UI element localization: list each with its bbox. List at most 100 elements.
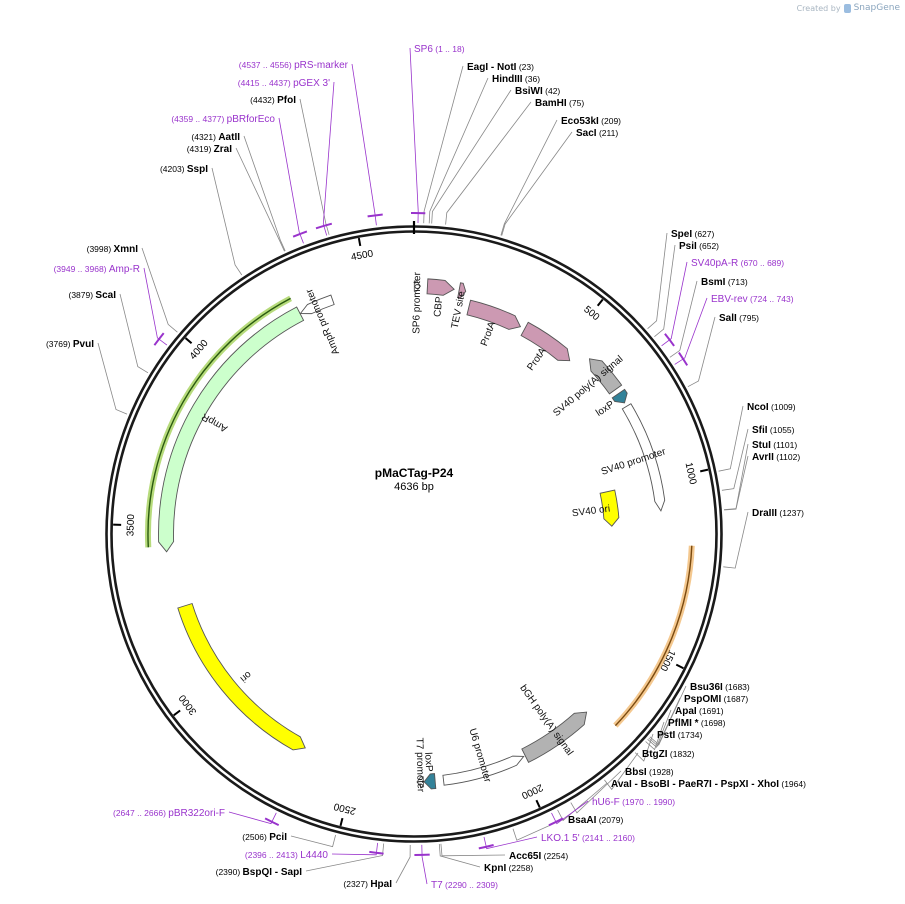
primer-label: hU6-F (1970 .. 1990) [592,797,675,808]
restriction-site-label: PsiI (652) [679,241,719,252]
restriction-site-label: Eco53kI (209) [561,116,621,127]
feature-label: CBP [432,296,445,318]
feature-loxp [423,773,437,790]
restriction-site-label: AvrII (1102) [752,452,800,463]
tick-mark [535,799,541,808]
primer-label: EBV-rev (724 .. 743) [711,294,794,305]
site-leader-line [501,131,573,236]
restriction-site-label: SalI (795) [719,313,759,324]
site-leader-line [500,119,558,236]
site-leader-line [557,782,608,822]
plasmid-name: pMaCTag-P24 [375,466,454,480]
plasmid-size: 4636 bp [394,481,434,493]
label-leader-lines [97,47,749,885]
site-leader-line [649,685,687,746]
tick-label: 4000 [188,338,211,362]
site-leader-line [669,280,698,358]
tick-mark [700,468,709,473]
site-leader-line [423,65,464,224]
feature-sv40-promoter [621,403,666,512]
primer-label: (4415 .. 4437) pGEX 3' [238,78,330,89]
feature-label: loxP [422,752,434,772]
green-highlight-core [147,297,291,548]
primer-label: T7 (2290 .. 2309) [431,880,498,891]
restriction-site-label: (3998) XmnI [87,244,139,255]
site-leader-line [243,135,286,252]
feature-label: AmpR promoter [304,286,342,356]
primer-leader-line [409,47,419,224]
feature-cbp [426,278,455,296]
site-leader-line [119,293,149,374]
restriction-site-label: BbsI (1928) [625,767,674,778]
primer-label: (2396 .. 2413) L4440 [245,850,329,861]
restriction-site-label: (2506) PciI [242,832,287,843]
tick-label: 1000 [683,461,699,486]
restriction-site-label: BsiWI (42) [515,86,560,97]
site-leader-line [235,147,285,252]
tick-mark [339,817,344,827]
tick-label: 4500 [350,248,374,263]
feature-ampr-promoter [299,294,335,315]
site-leader-line [721,428,749,491]
primer-label: (3949 .. 3968) Amp-R [54,264,140,275]
feature-tev-site [457,282,467,299]
restriction-site-label: SacI (211) [576,128,618,139]
orange-highlight-core [614,545,693,727]
site-leader-line [512,818,565,841]
site-leader-line [654,244,676,338]
primer-leader-line [143,267,168,346]
primer-label: SV40pA-R (670 .. 689) [691,258,784,269]
restriction-site-label: (3879) ScaI [68,290,116,301]
restriction-site-label: PstI (1734) [657,730,702,741]
site-leader-line [428,77,489,224]
restriction-site-label: StuI (1101) [752,440,797,451]
feature-loxp [611,388,628,404]
backbone-ring [105,221,723,843]
restriction-site-label: DraIII (1237) [752,508,804,519]
tick-mark [596,298,604,307]
center-title: pMaCTag-P24 4636 bp [375,466,454,493]
site-leader-line [647,232,668,330]
site-leader-line [97,342,128,415]
restriction-site-label: Bsu36I (1683) [690,682,750,693]
feature-sp6-promoter [413,280,421,292]
feature-t7-promoter [416,776,425,788]
feature-label: loxP [594,399,617,419]
restriction-site-label: NcoI (1009) [747,402,796,413]
snapgene-logo-icon [843,3,851,13]
restriction-site-label: BsaAI (2079) [568,815,623,826]
restriction-site-label: (4319) ZraI [187,144,232,155]
restriction-site-label: SfiI (1055) [752,425,795,436]
restriction-site-label: BamHI (75) [535,98,584,109]
tick-mark [357,237,362,247]
restriction-site-label: HindIII (36) [492,74,540,85]
site-leader-line [305,843,385,872]
primer-leader-line [278,117,304,244]
highlight-arcs [144,295,695,728]
feature-sv40-ori [599,489,620,527]
restriction-site-label: (2390) BspQI - SapI [216,867,303,878]
feature-ampr [158,306,305,553]
primer-leader-line [483,836,538,850]
restriction-site-label: (3769) PvuI [46,339,94,350]
feature-label: T7 promoter [413,738,425,793]
restriction-site-label: PspOMI (1687) [684,694,748,705]
primer-leader-line [421,844,428,885]
primer-label: SP6 (1 .. 18) [414,44,465,55]
site-labels: EagI - NotI (23)HindIII (36)BsiWI (42)Ba… [46,44,806,891]
feature-label: ori [238,669,254,685]
site-leader-line [645,721,665,751]
primer-leader-line [331,842,378,856]
restriction-site-label: PflMI * (1698) [668,718,726,729]
feature-label: ProtA [479,320,498,348]
site-leader-line [211,167,243,276]
primer-leader-line [351,63,377,226]
tick-label: 2500 [332,800,357,816]
primer-leader-line [322,81,335,236]
tick-mark [675,663,684,670]
primer-label: (4359 .. 4377) pBRforEco [171,114,275,125]
primer-leader-line [661,261,688,347]
